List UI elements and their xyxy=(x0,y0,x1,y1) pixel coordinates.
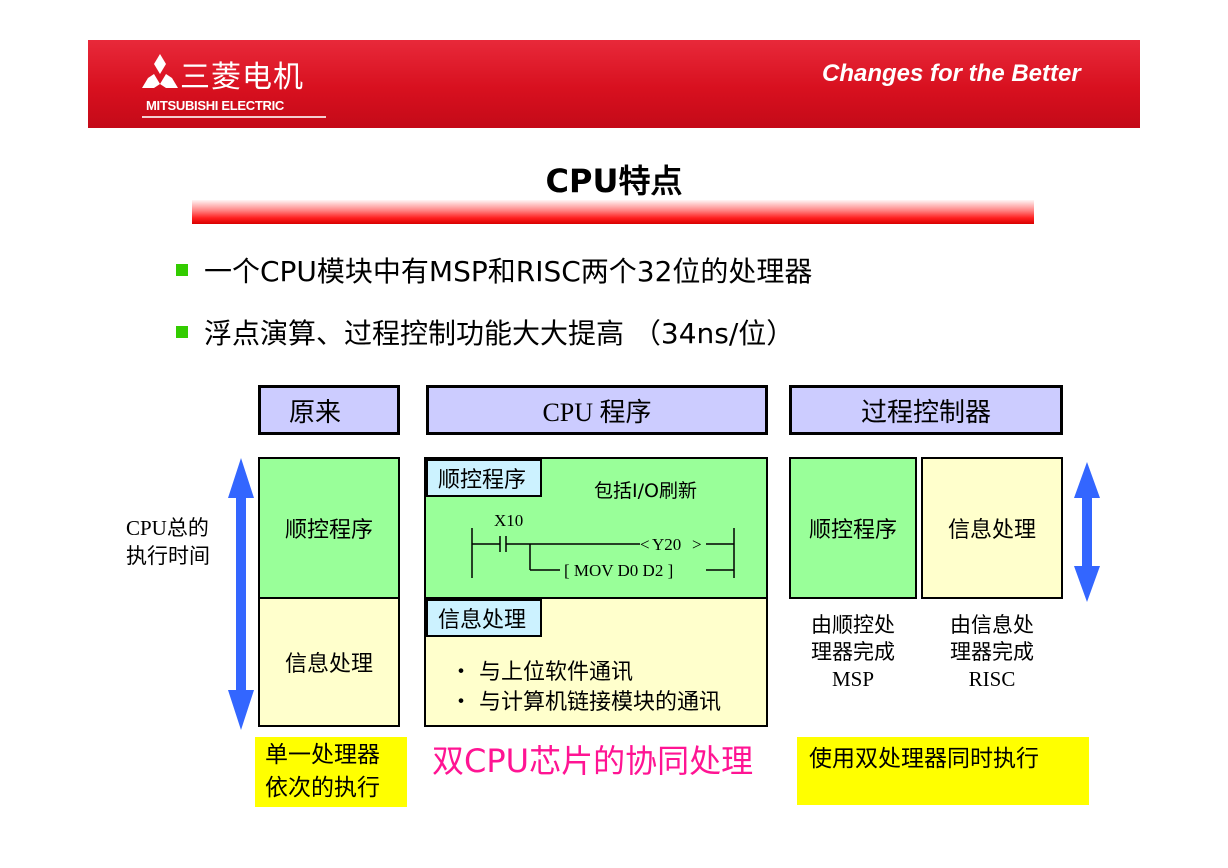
sequence-program-box: 顺控程序 xyxy=(258,457,400,599)
double-arrow-icon xyxy=(228,458,254,730)
contact-label: X10 xyxy=(494,511,523,530)
title-underline-bar xyxy=(192,200,1034,224)
caption-line: 由信息处 xyxy=(950,613,1034,637)
caption-line: RISC xyxy=(968,667,1016,691)
coil-close-bracket: > xyxy=(692,535,702,554)
caption-line: 理器完成 xyxy=(950,640,1034,664)
bullet-text: 浮点演算、过程控制功能大大提高 （34ns/位） xyxy=(204,317,795,350)
single-processor-note: 单一处理器 依次的执行 xyxy=(255,737,407,807)
bullet-text: 一个CPU模块中有MSP和RISC两个32位的处理器 xyxy=(204,255,813,288)
coil-open-bracket: < xyxy=(640,535,650,554)
cpu-time-line: 执行时间 xyxy=(126,544,210,568)
dual-processor-note: 使用双处理器同时执行 xyxy=(797,737,1089,805)
controller-sequence-box: 顺控程序 xyxy=(789,457,917,599)
caption-line: MSP xyxy=(831,667,875,691)
caption-line: 理器完成 xyxy=(811,640,895,664)
coil-label: Y20 xyxy=(652,535,681,554)
risc-caption: 由信息处 理器完成 RISC xyxy=(921,612,1063,693)
cpu-info-processing-box xyxy=(424,597,768,727)
cpu-total-time-label: CPU总的 执行时间 xyxy=(126,514,210,570)
info-item: ・ 与上位软件通讯 xyxy=(450,660,633,685)
bullet-square-icon xyxy=(176,264,188,276)
note-line: 单一处理器 xyxy=(265,742,380,768)
bullet-item: 浮点演算、过程控制功能大大提高 （34ns/位） xyxy=(176,312,794,352)
info-item: ・ 与计算机链接模块的通讯 xyxy=(450,690,721,715)
column-header-cpu-program: CPU 程序 xyxy=(426,385,768,435)
caption-line: 由顺控处 xyxy=(811,613,895,637)
dual-cpu-heading: 双CPU芯片的协同处理 xyxy=(432,742,754,780)
brand-name-en: MITSUBISHI ELECTRIC xyxy=(146,98,285,113)
bullet-square-icon xyxy=(176,326,188,338)
header-banner xyxy=(88,40,1140,128)
bullet-item: 一个CPU模块中有MSP和RISC两个32位的处理器 xyxy=(176,250,812,290)
ladder-diagram: X10 < Y20 > [ MOV D0 D2 ] xyxy=(471,511,735,580)
note-line: 依次的执行 xyxy=(265,775,380,801)
three-diamond-logo-icon xyxy=(142,54,178,88)
cpu-time-line: CPU总的 xyxy=(126,516,209,540)
double-arrow-icon xyxy=(1074,462,1100,602)
mov-instruction: [ MOV D0 D2 ] xyxy=(564,561,673,580)
info-processing-tag: 信息处理 xyxy=(426,599,542,637)
slogan: Changes for the Better xyxy=(822,60,1081,87)
column-header-process-controller: 过程控制器 xyxy=(789,385,1063,435)
io-refresh-note: 包括I/O刷新 xyxy=(594,480,697,502)
page-title: CPU特点 xyxy=(545,162,683,200)
column-header-original: 原来 xyxy=(258,385,400,435)
brand-underline xyxy=(142,116,326,118)
controller-info-box: 信息处理 xyxy=(921,457,1063,599)
msp-caption: 由顺控处 理器完成 MSP xyxy=(789,612,917,693)
brand-name-cn: 三菱电机 xyxy=(180,60,304,95)
sequence-program-tag: 顺控程序 xyxy=(426,459,542,497)
info-processing-box: 信息处理 xyxy=(258,597,400,727)
